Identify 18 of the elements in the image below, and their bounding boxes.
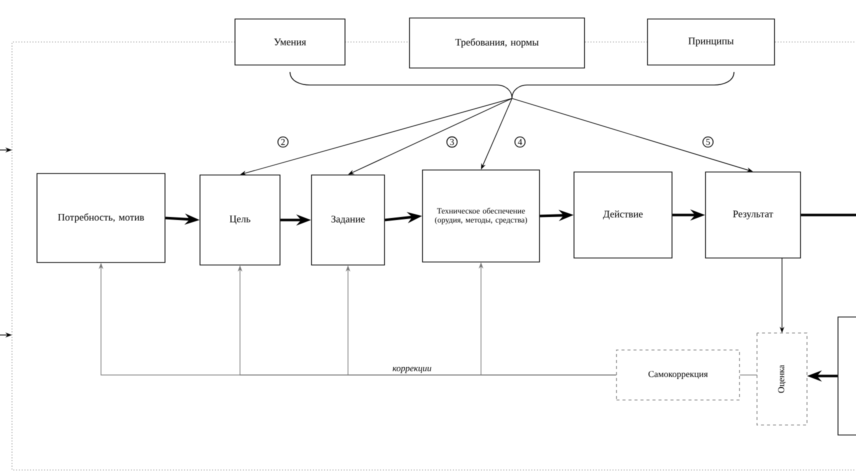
box [838,316,856,436]
box: Потребность, мотив [36,173,166,263]
curly-brace [290,72,734,98]
box: Требования, нормы [409,18,585,68]
box: Принципы [647,18,775,66]
rotated-box: Оценка [756,332,808,426]
box: Задание [311,174,385,266]
edge-label: 2 [277,136,289,148]
edge-label: 4 [514,136,526,148]
edge-label: 5 [702,136,714,148]
box: Самокоррекция [616,350,740,400]
box: Цель [200,174,280,266]
box: Умения [234,18,346,66]
box: Действие [574,172,672,258]
edge-label: 3 [446,136,458,148]
edge-label: коррекции [391,366,433,374]
box: Результат [705,172,801,258]
box: Техническое обеспечение (орудия, методы, средства) [422,170,540,262]
